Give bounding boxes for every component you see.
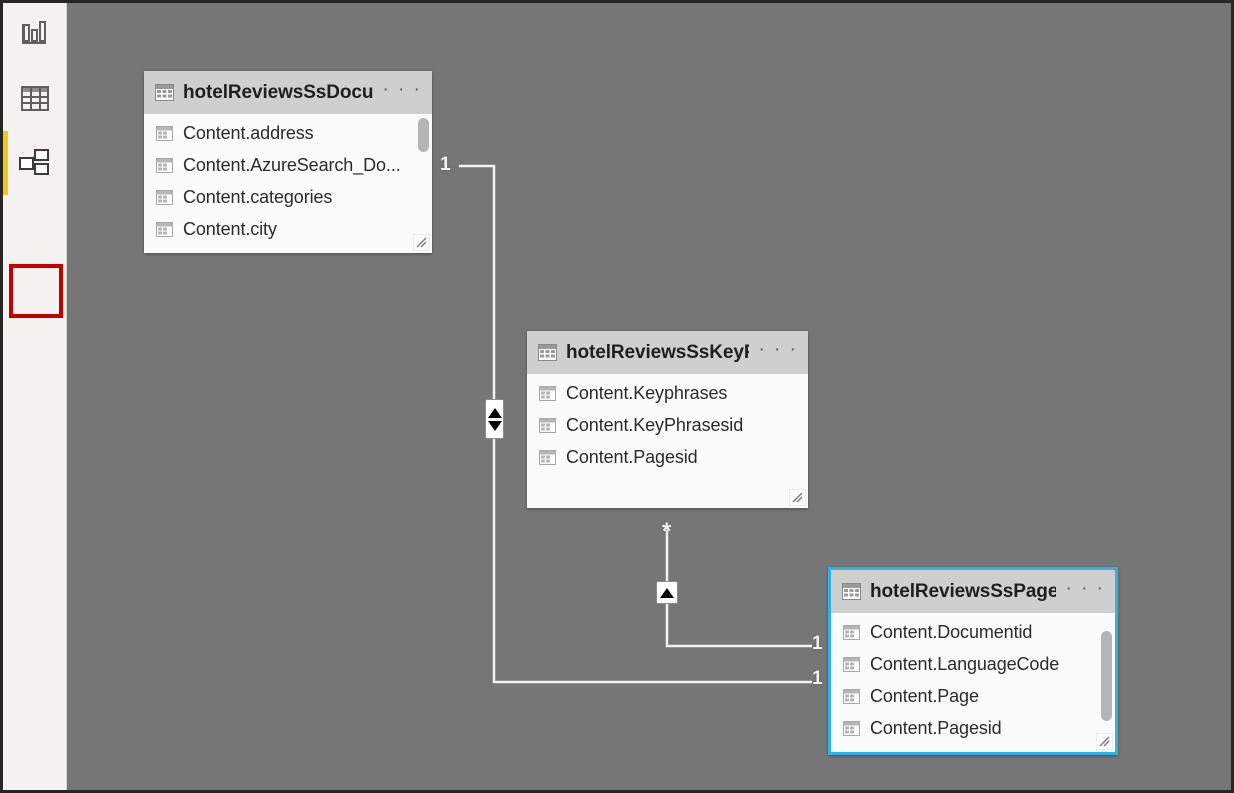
rail-item-model-view[interactable] xyxy=(3,131,66,318)
field-row[interactable]: Content.Keyphrases xyxy=(527,377,808,409)
field-label: Content.address xyxy=(183,122,314,143)
selected-view-accent-bar xyxy=(3,131,8,195)
field-label: Content.KeyPhrasesid xyxy=(566,414,744,435)
table-more-options-icon[interactable]: · · · xyxy=(382,78,422,100)
field-table-icon xyxy=(539,417,556,433)
field-table-icon xyxy=(156,125,173,141)
table-grid-icon xyxy=(20,85,50,113)
scrollbar-thumb[interactable] xyxy=(1101,631,1112,721)
single-filter-icon[interactable] xyxy=(656,581,678,604)
table-field-list: Content.address Content.AzureSearch_Do..… xyxy=(144,114,432,253)
field-row[interactable]: Content.Pagesid xyxy=(527,441,808,473)
view-switcher-rail xyxy=(3,3,67,790)
field-label: Content.AzureSearch_Do... xyxy=(183,154,401,175)
field-table-icon xyxy=(156,189,173,205)
field-row[interactable]: Content.Pagesid xyxy=(831,712,1115,744)
vertical-scrollbar[interactable] xyxy=(1101,617,1112,730)
field-label: Content.LanguageCode xyxy=(870,653,1060,674)
field-label: Content.Pagesid xyxy=(566,446,698,467)
filter-arrow-up xyxy=(660,587,674,598)
field-table-icon xyxy=(539,449,556,465)
table-icon xyxy=(842,583,861,600)
field-table-icon xyxy=(843,624,860,640)
table-more-options-icon[interactable]: · · · xyxy=(758,338,798,360)
field-label: Content.Pagesid xyxy=(870,717,1002,738)
field-row[interactable]: Content.address xyxy=(144,117,432,149)
table-icon xyxy=(155,84,174,101)
field-row[interactable]: Content.LanguageCode xyxy=(831,648,1115,680)
table-header[interactable]: hotelReviewsSsPages · · · xyxy=(831,570,1115,613)
field-table-icon xyxy=(843,656,860,672)
scrollbar-thumb[interactable] xyxy=(418,118,429,152)
table-header[interactable]: hotelReviewsSsDocu... · · · xyxy=(144,71,432,114)
table-card-hotelreviewsssdocuments[interactable]: hotelReviewsSsDocu... · · · Content.addr… xyxy=(144,71,432,253)
field-row[interactable]: Content.categories xyxy=(144,181,432,213)
field-table-icon xyxy=(156,221,173,237)
table-icon xyxy=(538,344,557,361)
field-row[interactable]: Content.city xyxy=(144,213,432,245)
filter-arrow-down xyxy=(487,420,502,431)
table-card-hotelreviewssspages[interactable]: hotelReviewsSsPages · · · Content.Docume… xyxy=(828,567,1118,755)
model-canvas[interactable]: 1 * 1 1 xyxy=(67,3,1231,790)
cardinality-label-one-pages-upper: 1 xyxy=(812,633,823,654)
bidirectional-filter-icon[interactable] xyxy=(485,399,504,439)
table-title: hotelReviewsSsPages xyxy=(870,580,1057,602)
model-relationship-icon xyxy=(18,148,52,178)
field-table-icon xyxy=(843,688,860,704)
cardinality-label-one-pages-lower: 1 xyxy=(812,668,823,689)
table-field-list: Content.Documentid Content.LanguageCode … xyxy=(831,613,1115,752)
resize-grip-icon[interactable] xyxy=(1096,733,1113,750)
vertical-scrollbar[interactable] xyxy=(418,118,429,231)
field-row-partial[interactable] xyxy=(144,245,432,253)
field-row-partial[interactable] xyxy=(831,744,1115,752)
field-label: Content.Documentid xyxy=(870,621,1033,642)
resize-grip-icon[interactable] xyxy=(413,234,430,251)
field-row[interactable]: Content.AzureSearch_Do... xyxy=(144,149,432,181)
field-label: Content.Page xyxy=(870,685,979,706)
cardinality-label-one-documents: 1 xyxy=(440,154,451,175)
field-label: Content.categories xyxy=(183,186,333,207)
field-table-icon xyxy=(843,720,860,736)
relationship-line-documents-keyphrases[interactable] xyxy=(459,164,496,413)
field-row[interactable]: Content.KeyPhrasesid xyxy=(527,409,808,441)
table-field-list: Content.Keyphrases Content.KeyPhrasesid … xyxy=(527,374,808,508)
rail-item-report-view[interactable] xyxy=(3,3,66,67)
field-table-icon xyxy=(156,157,173,173)
bar-chart-icon xyxy=(20,21,50,49)
field-label: Content.Keyphrases xyxy=(566,382,728,403)
rail-item-data-view[interactable] xyxy=(3,67,66,131)
field-row[interactable]: Content.Page xyxy=(831,680,1115,712)
filter-arrow-up xyxy=(487,407,502,418)
table-card-hotelreviewssskeyphrases[interactable]: hotelReviewsSsKeyP... · · · Content.Keyp… xyxy=(527,331,808,508)
resize-grip-icon[interactable] xyxy=(789,489,806,506)
model-view-annotation-box xyxy=(9,264,63,318)
table-title: hotelReviewsSsKeyP... xyxy=(566,341,750,363)
cardinality-label-many-keyphrases: * xyxy=(662,518,672,545)
table-more-options-icon[interactable]: · · · xyxy=(1065,577,1105,599)
field-label: Content.city xyxy=(183,218,277,239)
table-title: hotelReviewsSsDocu... xyxy=(183,81,374,103)
table-header[interactable]: hotelReviewsSsKeyP... · · · xyxy=(527,331,808,374)
field-row[interactable]: Content.Documentid xyxy=(831,616,1115,648)
field-table-icon xyxy=(539,385,556,401)
relationship-line-keyphrases-pages-lower[interactable] xyxy=(665,597,812,648)
